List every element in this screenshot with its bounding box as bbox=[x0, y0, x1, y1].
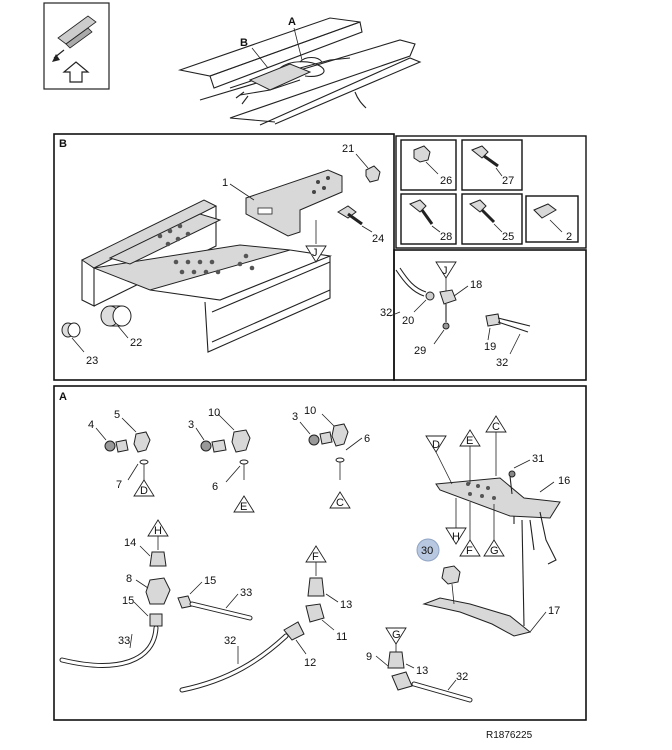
panel-a-frame bbox=[53, 385, 587, 721]
view-orientation-icon bbox=[43, 2, 110, 90]
fitting-group-e: E 3 10 6 bbox=[188, 407, 255, 513]
callout-27: 27 bbox=[502, 175, 514, 187]
callout-21: 21 bbox=[342, 143, 354, 155]
callout-13-a: 13 bbox=[340, 599, 352, 611]
callout-24: 24 bbox=[372, 233, 384, 245]
callout-5: 5 bbox=[114, 409, 120, 421]
highlighted-part-30: 30 bbox=[416, 538, 461, 605]
callout-15-a: 15 bbox=[204, 575, 216, 587]
callout-8: 8 bbox=[126, 573, 132, 585]
overview-label-b: B bbox=[240, 37, 248, 49]
ref-g-1: G bbox=[392, 629, 401, 641]
callout-4: 4 bbox=[88, 419, 94, 431]
box-part-2 bbox=[525, 195, 579, 243]
callout-3-b: 3 bbox=[292, 411, 298, 423]
box-part-27 bbox=[461, 139, 523, 191]
reference-j-panel-b: J bbox=[305, 220, 327, 263]
callout-15-b: 15 bbox=[122, 595, 134, 607]
ref-g-2: G bbox=[490, 545, 499, 557]
callout-20: 20 bbox=[402, 315, 414, 327]
panel-b-label: B bbox=[59, 138, 67, 150]
overview-label-a: A bbox=[288, 16, 296, 28]
ref-d-1: D bbox=[140, 485, 148, 497]
callout-33-b: 33 bbox=[118, 635, 130, 647]
ref-h-2: H bbox=[452, 531, 460, 543]
callout-2: 2 bbox=[566, 231, 572, 243]
bushing-part-22: 22 bbox=[100, 305, 142, 349]
callout-9: 9 bbox=[366, 651, 372, 663]
ref-j-detail: J bbox=[442, 265, 448, 277]
ref-e-2: E bbox=[466, 435, 473, 447]
callout-25: 25 bbox=[502, 231, 514, 243]
ref-j: J bbox=[312, 247, 318, 259]
callout-32-j: 32 bbox=[496, 357, 508, 369]
nut-part-21: 21 bbox=[342, 143, 381, 183]
fitting-group-c: C 3 10 6 bbox=[292, 405, 370, 509]
callout-11: 11 bbox=[336, 631, 347, 643]
callout-29: 29 bbox=[414, 345, 426, 357]
fitting-group-d: D 4 5 7 bbox=[88, 409, 155, 497]
callout-22: 22 bbox=[130, 337, 142, 349]
callout-1: 1 bbox=[222, 177, 228, 189]
callout-6-b: 6 bbox=[364, 433, 370, 445]
overview-frame-illustration: A B bbox=[177, 16, 422, 126]
callout-14: 14 bbox=[124, 537, 136, 549]
callout-31: 31 bbox=[532, 453, 544, 465]
callout-32-top: 32 bbox=[380, 307, 392, 319]
ref-f-1: F bbox=[312, 551, 319, 563]
bolt-part-24: 24 bbox=[337, 205, 384, 245]
callout-23: 23 bbox=[86, 355, 98, 367]
fitting-group-g: G 13 9 32 bbox=[366, 627, 473, 703]
bushing-part-23: 23 bbox=[61, 322, 98, 367]
callout-10-a: 10 bbox=[208, 407, 220, 419]
panel-a-label: A bbox=[59, 391, 67, 403]
bracket-assembly: 31 16 17 C E D H F G bbox=[422, 415, 570, 637]
callout-19: 19 bbox=[484, 341, 496, 353]
callout-13-b: 13 bbox=[416, 665, 428, 677]
ref-d-2: D bbox=[432, 439, 440, 451]
bracket-part-1: 1 bbox=[222, 169, 343, 237]
callout-33-a: 33 bbox=[240, 587, 252, 599]
callout-28: 28 bbox=[440, 231, 452, 243]
callout-17: 17 bbox=[548, 605, 560, 617]
callout-32-b: 32 bbox=[456, 671, 468, 683]
ref-h-1: H bbox=[154, 525, 162, 537]
panel-j-frame bbox=[393, 249, 587, 381]
callout-16: 16 bbox=[558, 475, 570, 487]
ref-f-2: F bbox=[466, 545, 473, 557]
fitting-group-f: F 13 11 12 32 bbox=[179, 545, 352, 693]
reference-code: R1876225 bbox=[486, 730, 533, 741]
fitting-group-h: H 14 8 15 15 33 33 bbox=[59, 519, 253, 668]
callout-10-b: 10 bbox=[304, 405, 316, 417]
callout-12: 12 bbox=[304, 657, 316, 669]
callout-32-a: 32 bbox=[224, 635, 236, 647]
ref-c-2: C bbox=[492, 421, 500, 433]
ref-e-1: E bbox=[240, 501, 247, 513]
callout-3-a: 3 bbox=[188, 419, 194, 431]
callout-26: 26 bbox=[440, 175, 452, 187]
callout-7: 7 bbox=[116, 479, 122, 491]
callout-30: 30 bbox=[421, 545, 433, 557]
fastener-box-group: 26 27 28 25 2 bbox=[395, 135, 587, 249]
panel-j-detail: J 18 20 32 29 19 32 bbox=[380, 261, 531, 369]
callout-6-a: 6 bbox=[212, 481, 218, 493]
ref-c-1: C bbox=[336, 497, 344, 509]
callout-18: 18 bbox=[470, 279, 482, 291]
